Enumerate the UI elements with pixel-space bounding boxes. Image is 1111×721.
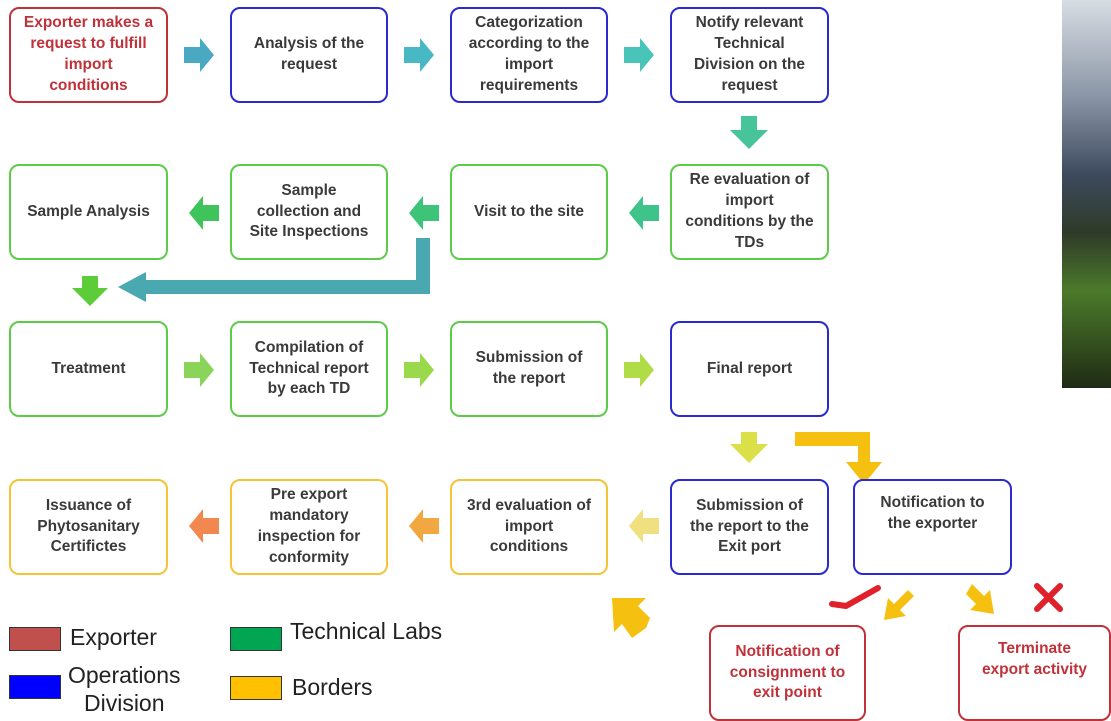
arrow-right-icon bbox=[624, 38, 654, 72]
legend-label-exporter: Exporter bbox=[70, 624, 157, 650]
box-analysis-request: Analysis of the request bbox=[230, 7, 388, 103]
check-icon bbox=[829, 585, 881, 609]
legend-swatch-operations bbox=[9, 675, 61, 699]
legend-label-labs: Technical Labs bbox=[290, 618, 443, 644]
arrow-left-icon bbox=[189, 509, 219, 543]
legend-label-borders: Borders bbox=[292, 674, 373, 700]
box-notification-exporter: Notification to the exporter bbox=[853, 479, 1012, 575]
arrow-diagonal-icon bbox=[966, 584, 994, 614]
bent-arrow-icon bbox=[795, 432, 882, 484]
box-categorization: Categorization according to the import r… bbox=[450, 7, 608, 103]
legend-swatch-labs bbox=[230, 627, 282, 651]
arrow-up-left-icon bbox=[612, 598, 650, 638]
legend-label-operations: Operations Division bbox=[68, 662, 181, 716]
box-treatment: Treatment bbox=[9, 321, 168, 417]
arrow-left-icon bbox=[189, 196, 219, 230]
arrow-down-icon bbox=[730, 116, 768, 149]
box-compilation: Compilation of Technical report by each … bbox=[230, 321, 388, 417]
box-terminate-export: Terminate export activity bbox=[958, 625, 1111, 721]
cross-icon bbox=[1034, 583, 1063, 612]
arrow-right-icon bbox=[404, 38, 434, 72]
arrow-right-icon bbox=[184, 353, 214, 387]
arrow-left-icon bbox=[629, 509, 659, 543]
arrow-left-icon bbox=[409, 509, 439, 543]
return-arrow-icon bbox=[118, 238, 430, 302]
box-final-report: Final report bbox=[670, 321, 829, 417]
legend-swatch-exporter bbox=[9, 627, 61, 651]
box-sample-collection: Sample collection and Site Inspections bbox=[230, 164, 388, 260]
box-pre-export-inspection: Pre export mandatory inspection for conf… bbox=[230, 479, 388, 575]
box-submission-report: Submission of the report bbox=[450, 321, 608, 417]
box-site-visit: Visit to the site bbox=[450, 164, 608, 260]
box-notification-consignment: Notification of consignment to exit poin… bbox=[709, 625, 866, 721]
box-third-evaluation: 3rd evaluation of import conditions bbox=[450, 479, 608, 575]
arrow-left-icon bbox=[629, 196, 659, 230]
box-issuance-certificates: Issuance of Phytosanitary Certifictes bbox=[9, 479, 168, 575]
arrow-left-icon bbox=[409, 196, 439, 230]
legend-swatch-borders bbox=[230, 676, 282, 700]
arrow-right-icon bbox=[184, 38, 214, 72]
box-notify-td: Notify relevant Technical Division on th… bbox=[670, 7, 829, 103]
box-submission-exit-port: Submission of the report to the Exit por… bbox=[670, 479, 829, 575]
photo-strip bbox=[1062, 0, 1111, 388]
arrow-down-icon bbox=[730, 432, 768, 463]
box-re-evaluation: Re evaluation of import conditions by th… bbox=[670, 164, 829, 260]
box-sample-analysis: Sample Analysis bbox=[9, 164, 168, 260]
arrow-right-icon bbox=[404, 353, 434, 387]
arrow-right-icon bbox=[624, 353, 654, 387]
box-exporter-request: Exporter makes a request to fulfill impo… bbox=[9, 7, 168, 103]
arrow-down-icon bbox=[72, 276, 108, 306]
arrow-diagonal-icon bbox=[884, 584, 914, 620]
